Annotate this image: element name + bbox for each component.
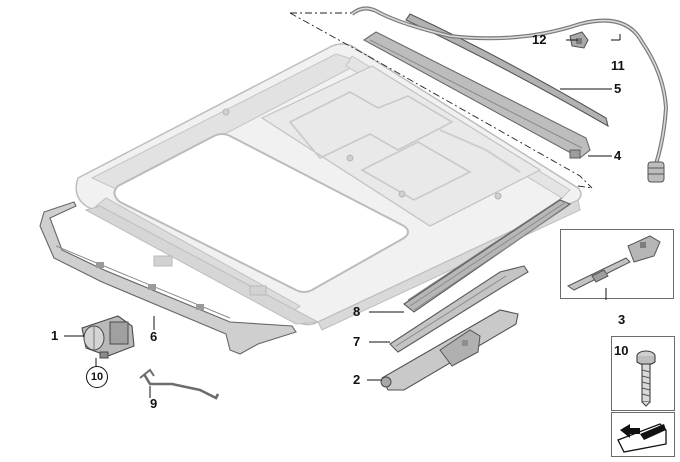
part-8-sunshade-roll [403,197,572,313]
part-9-cable [142,373,220,400]
part-11-hose-fitting [647,161,665,183]
callout-5: 5 [614,81,622,96]
callout-3: 3 [618,312,626,327]
frame-bolt-c [222,108,230,116]
leader-lines [64,34,621,398]
callout-10-circled: 10 [86,366,108,388]
frame-emboss-a [288,91,454,159]
callout-8: 8 [353,304,361,319]
part-9-cable-end [139,368,155,379]
sunroof-frame [75,43,582,331]
part-11-drain-hose-highlight [351,7,667,165]
frame-bolt-a [346,154,354,162]
alignment-line-right [367,55,593,189]
frame-emboss-c [439,129,521,173]
part-5-seal-strip [405,13,609,128]
callout-10: 10 [614,343,629,358]
alignment-line-top [289,12,593,189]
callout-9: 9 [150,396,158,411]
part-2-carriage [380,309,519,391]
part-catalogue-symbol-icon [617,423,667,453]
callout-7: 7 [353,334,361,349]
part-3-mechanism [566,235,661,291]
callout-4: 4 [614,148,622,163]
callout-6: 6 [150,329,158,344]
part-6-front-rail [39,201,297,355]
frame-mount-front [249,285,267,296]
frame-mount-left [153,255,173,267]
callout-2: 2 [353,372,361,387]
part-12-clip [569,31,589,49]
part-7-guide-rail [389,265,529,353]
frame-bolt-b [398,190,406,198]
frame-center-panel [260,65,542,227]
frame-emboss-b [360,141,472,201]
glass-opening [113,133,409,293]
bolt-icon [636,350,656,407]
callout-1: 1 [51,328,59,343]
callout-11: 11 [611,58,625,73]
part-4-rear-rail [362,31,591,159]
electric-motor-icon [81,315,135,359]
callout-12: 12 [532,32,547,47]
frame-bolt-d [494,192,502,200]
